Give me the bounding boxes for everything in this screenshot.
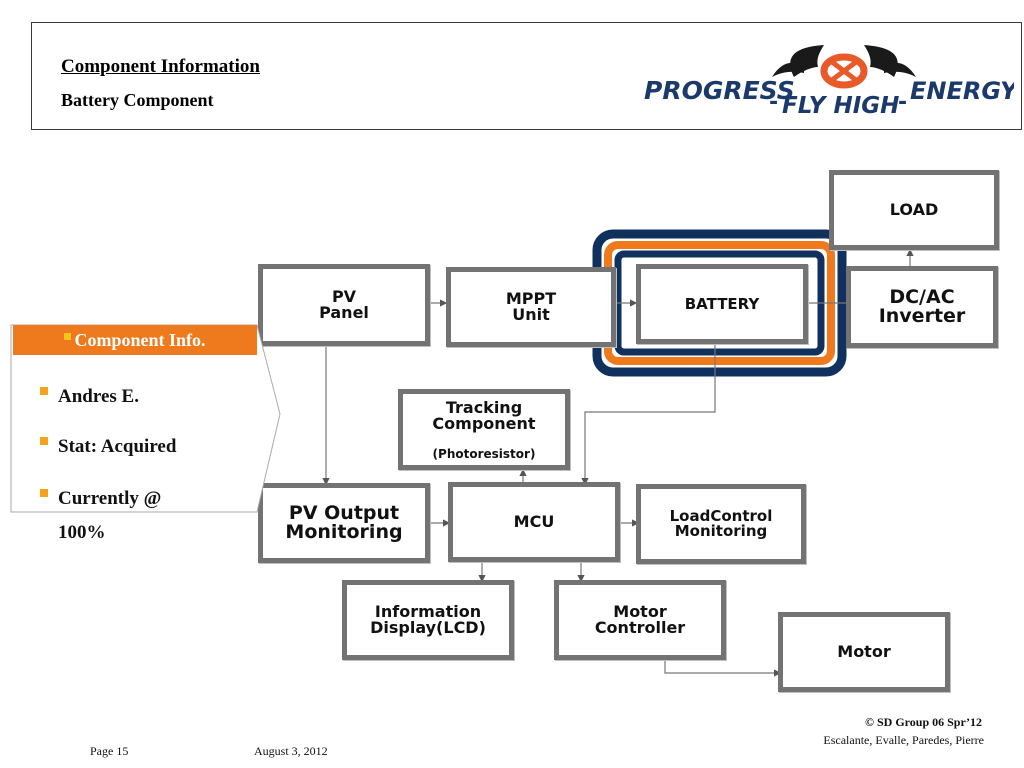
arrow-motorcontroller-to-motor bbox=[664, 658, 782, 677]
info-item-text: Stat: Acquired bbox=[58, 436, 177, 457]
bullet-icon bbox=[40, 387, 48, 395]
info-panel-header-label: Component Info. bbox=[74, 329, 206, 350]
box-mppt-unit: MPPT Unit bbox=[446, 267, 616, 347]
info-item-text: Andres E. bbox=[58, 386, 139, 407]
logo-word-left: PROGRESS bbox=[644, 76, 795, 105]
box-dcac-label: DC/AC Inverter bbox=[878, 286, 966, 327]
info-panel-header: Component Info. bbox=[13, 325, 257, 355]
info-item: Andres E. bbox=[40, 380, 139, 414]
header-box: Component Information Battery Component … bbox=[31, 22, 1022, 130]
bullet-icon bbox=[40, 489, 48, 497]
bullet-icon bbox=[40, 437, 48, 445]
box-information-display-label: Information Display(LCD) bbox=[370, 602, 486, 637]
emblem-icon bbox=[820, 53, 868, 89]
box-pv-panel-label: PV Panel bbox=[319, 287, 369, 322]
box-pv-output-label: PV Output Monitoring bbox=[285, 502, 403, 543]
logo-word-right: ENERGY bbox=[910, 77, 1014, 105]
box-load: LOAD bbox=[829, 170, 999, 250]
box-motor-controller: Motor Controller bbox=[554, 580, 726, 660]
page-subtitle: Battery Component bbox=[61, 90, 214, 110]
box-load-control-monitoring: LoadControl Monitoring bbox=[636, 484, 806, 564]
arrow-battery-to-mcu bbox=[581, 344, 716, 486]
logo-dash-left: - bbox=[769, 90, 778, 115]
box-tracking-label: Tracking Component bbox=[432, 397, 536, 433]
box-dcac-inverter: DC/AC Inverter bbox=[846, 266, 998, 348]
bullet-icon bbox=[64, 332, 72, 340]
wings-icon bbox=[772, 45, 916, 77]
box-battery: BATTERY bbox=[636, 264, 808, 344]
info-item: Currently @ bbox=[40, 482, 161, 516]
box-tracking-sublabel: (Photoresistor) bbox=[432, 446, 536, 461]
logo-word-middle: FLY HIGH bbox=[782, 93, 899, 119]
box-information-display: Information Display(LCD) bbox=[342, 580, 514, 660]
box-pv-panel: PV Panel bbox=[258, 264, 430, 346]
box-tracking-component: Tracking Component (Photoresistor) bbox=[398, 389, 570, 470]
info-item-text: Currently @ bbox=[58, 488, 162, 509]
box-motor-controller-label: Motor Controller bbox=[594, 602, 686, 637]
box-mppt-label: MPPT Unit bbox=[505, 289, 557, 324]
box-load-label: LOAD bbox=[889, 200, 939, 219]
box-motor: Motor bbox=[778, 612, 950, 692]
info-item-text: 100% bbox=[58, 522, 106, 543]
box-mcu: MCU bbox=[448, 482, 620, 562]
logo-dash-right: - bbox=[898, 90, 907, 115]
box-load-control-label: LoadControl Monitoring bbox=[669, 507, 773, 540]
footer-page-number: Page 15 bbox=[90, 744, 129, 758]
box-pv-output-monitoring: PV Output Monitoring bbox=[258, 483, 430, 563]
box-battery-label: BATTERY bbox=[684, 294, 760, 313]
footer-date: August 3, 2012 bbox=[254, 744, 328, 758]
box-motor-label: Motor bbox=[837, 642, 891, 661]
info-item-continuation: 100% bbox=[40, 516, 106, 550]
page-title: Component Information bbox=[61, 56, 260, 77]
box-mcu-label: MCU bbox=[513, 512, 555, 531]
footer-authors: Escalante, Evalle, Paredes, Pierre bbox=[823, 733, 984, 747]
company-logo: PROGRESS - FLY HIGH - ENERGY bbox=[644, 45, 1014, 119]
info-item: Stat: Acquired bbox=[40, 430, 176, 464]
footer-copyright: © SD Group 06 Spr’12 bbox=[865, 715, 982, 729]
